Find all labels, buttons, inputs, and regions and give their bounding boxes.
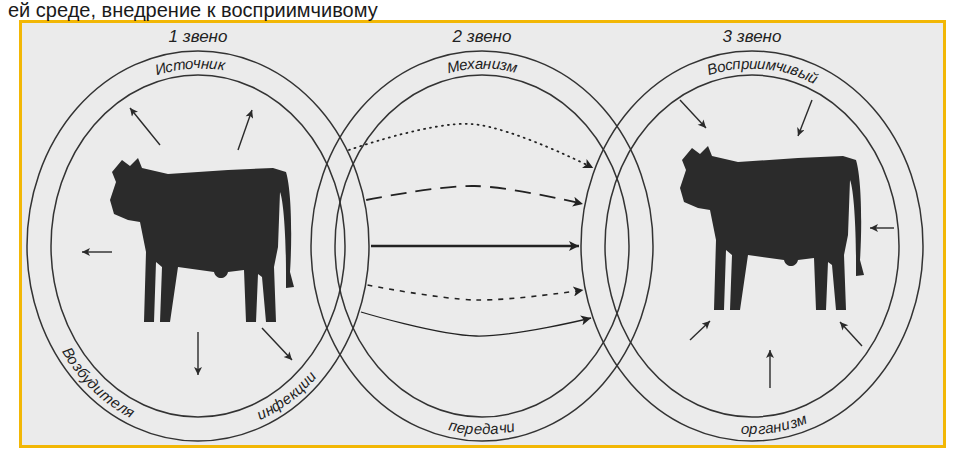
link-ring: [310, 50, 654, 442]
ring-caption: передачи: [447, 417, 516, 438]
ring-outline: [51, 75, 345, 417]
entry-arrows: [680, 100, 894, 388]
link-ring: [26, 50, 370, 442]
letter: д: [482, 420, 491, 437]
link-ring: [580, 50, 924, 442]
outward-arrow: [130, 108, 160, 145]
inward-arrow: [798, 100, 812, 136]
ring-caption: Восприимчивый: [705, 54, 821, 86]
letter: ч: [193, 54, 201, 71]
chain-link: 3 звеноВосприимчивыйорганизм: [580, 50, 924, 442]
letter: х: [467, 55, 476, 73]
spread-arrows: [82, 108, 292, 375]
ring-caption: инфекции: [254, 368, 319, 424]
inward-arrow: [690, 321, 710, 340]
inward-arrow: [769, 350, 770, 388]
transmission-arrow: [371, 245, 579, 248]
transmission-arrow: [349, 124, 593, 168]
ring-outline: [311, 51, 653, 441]
letter: и: [749, 54, 757, 71]
inward-arrow: [870, 227, 894, 228]
transmission-arrow: [368, 285, 584, 300]
cut-text-line: ей среде, внедрение к восприимчивому: [8, 0, 378, 20]
outward-arrow: [82, 251, 112, 252]
outward-arrow: [197, 332, 198, 375]
transmission-arrow: [361, 312, 591, 336]
letter: о: [184, 55, 193, 73]
ring-caption: Возбудителя: [59, 344, 138, 421]
ring-outline: [605, 75, 899, 417]
ring-outline: [27, 51, 369, 441]
cow-silhouette: [680, 146, 864, 310]
ring-caption: Источник: [153, 54, 226, 77]
ring-outline: [335, 75, 629, 417]
cow-silhouette: [110, 158, 294, 322]
chain-link: 2 звеноМеханизмпередачи: [310, 50, 654, 442]
letter: р: [465, 420, 475, 438]
transmission-arrow: [366, 186, 583, 204]
link-heading: 2 звено: [453, 27, 512, 47]
letter: н: [483, 54, 492, 71]
letter: р: [749, 420, 758, 437]
letter: п: [731, 55, 741, 73]
letter: т: [171, 55, 186, 74]
letter: е: [474, 420, 483, 437]
chain-link: 1 звеноИсточникВозбудителяинфекции: [26, 50, 370, 442]
letter: и: [505, 417, 517, 435]
letter: р: [740, 54, 749, 71]
frame: [21, 22, 945, 447]
outward-arrow: [238, 110, 252, 150]
link-heading: 3 звено: [723, 27, 782, 47]
inward-arrow: [840, 322, 862, 346]
link-heading: 1 звено: [169, 27, 228, 47]
ring-caption: организм: [741, 410, 809, 437]
letter: о: [741, 420, 750, 437]
ring-caption: Механизм: [445, 54, 518, 75]
letter: а: [475, 54, 484, 71]
ring-outline: [581, 51, 923, 441]
outward-arrow: [262, 328, 292, 360]
inward-arrow: [680, 100, 706, 128]
